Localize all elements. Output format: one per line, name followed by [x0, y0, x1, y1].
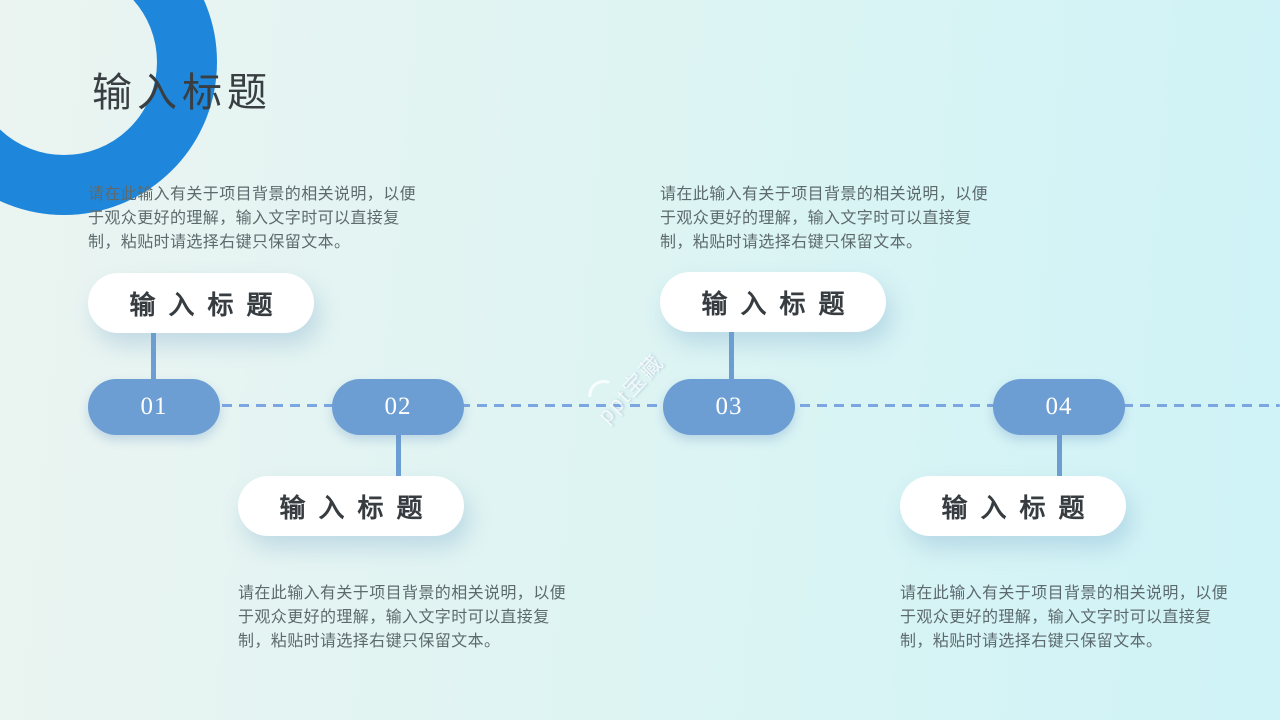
step-3-connector-line — [729, 330, 734, 384]
step-2-number-pill: 02 — [332, 379, 464, 435]
step-2-connector-line — [396, 430, 401, 480]
step-4-label: 输入标题 — [900, 476, 1126, 536]
step-1-number-pill: 01 — [88, 379, 220, 435]
step-4-number-pill: 04 — [993, 379, 1125, 435]
step-1-connector-line — [151, 330, 156, 384]
step-3-number-pill: 03 — [663, 379, 795, 435]
step-1-description: 请在此输入有关于项目背景的相关说明，以便于观众更好的理解，输入文字时可以直接复制… — [88, 186, 417, 251]
step-3-description: 请在此输入有关于项目背景的相关说明，以便于观众更好的理解，输入文字时可以直接复制… — [660, 186, 989, 251]
step-4-description: 请在此输入有关于项目背景的相关说明，以便于观众更好的理解，输入文字时可以直接复制… — [900, 585, 1229, 650]
step-4-connector-line — [1057, 430, 1062, 480]
step-2-label: 输入标题 — [238, 476, 464, 536]
step-1-label: 输入标题 — [88, 273, 314, 333]
step-3-label: 输入标题 — [660, 272, 886, 332]
step-2-description: 请在此输入有关于项目背景的相关说明，以便于观众更好的理解，输入文字时可以直接复制… — [238, 585, 567, 650]
slide-title: 输入标题 — [92, 70, 272, 115]
